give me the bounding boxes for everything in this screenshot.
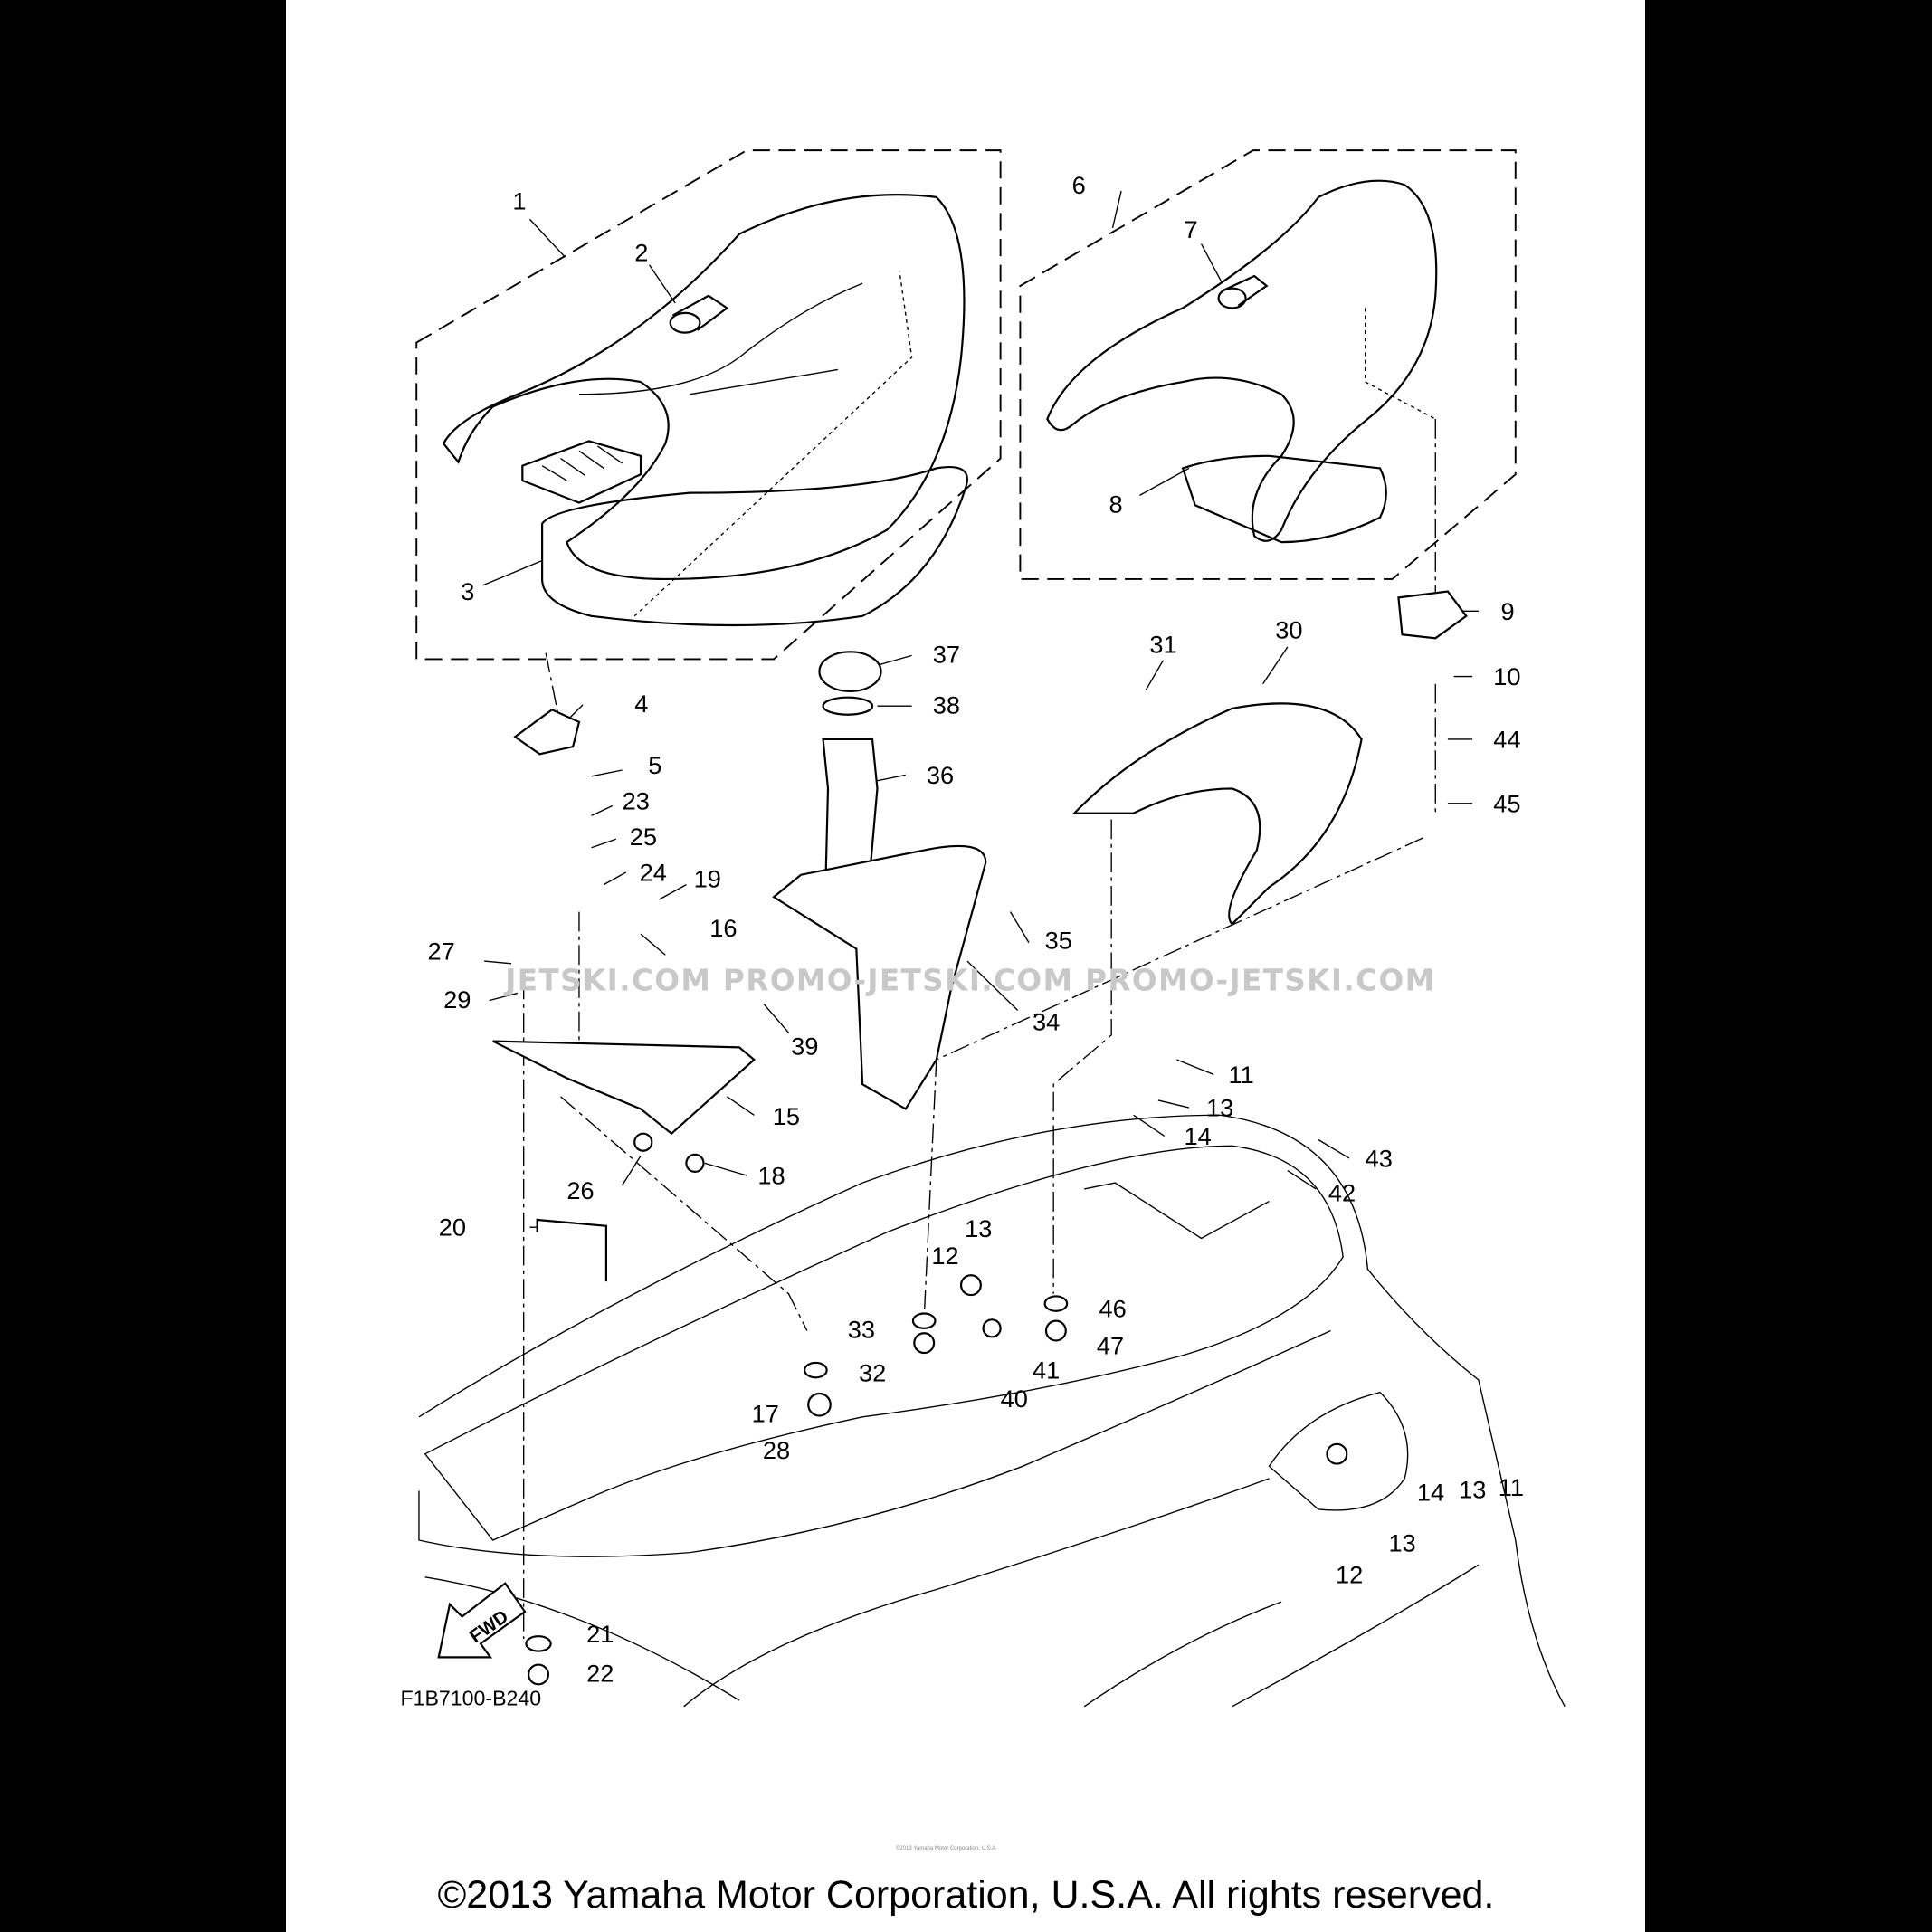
callout-label: 3 bbox=[461, 577, 474, 605]
callout-label: 5 bbox=[648, 751, 661, 779]
callout-label: 11 bbox=[1229, 1061, 1254, 1089]
seat-step-pad bbox=[521, 440, 642, 504]
callout-label: 10 bbox=[1493, 662, 1520, 690]
forward-arrow: FWD bbox=[437, 1582, 527, 1659]
callout-label: 46 bbox=[1099, 1295, 1127, 1323]
callout-label: 45 bbox=[1493, 789, 1520, 817]
callout-label: 33 bbox=[848, 1316, 875, 1344]
callout-label: 13 bbox=[965, 1214, 992, 1242]
callout-label: 15 bbox=[773, 1102, 800, 1130]
callout-label: 42 bbox=[1328, 1179, 1356, 1207]
tiny-copyright: ©2013 Yamaha Motor Corporation, U.S.A. bbox=[896, 1846, 997, 1851]
o-ring-38 bbox=[822, 696, 874, 716]
callout-label: 18 bbox=[757, 1162, 785, 1190]
callout-label: 13 bbox=[1206, 1094, 1233, 1122]
callout-label: 21 bbox=[586, 1620, 614, 1648]
copyright-notice: ©2013 Yamaha Motor Corporation, U.S.A. A… bbox=[437, 1873, 1495, 1917]
callout-label: 26 bbox=[566, 1176, 594, 1204]
callout-label: 24 bbox=[640, 859, 667, 887]
callout-label: 13 bbox=[1459, 1476, 1486, 1504]
callout-label: 8 bbox=[1109, 490, 1122, 518]
callout-label: 36 bbox=[927, 761, 954, 789]
callout-label: 28 bbox=[763, 1436, 790, 1464]
hook-9 bbox=[1397, 590, 1468, 640]
parts bbox=[492, 590, 1468, 1686]
callout-label: 39 bbox=[791, 1033, 818, 1061]
diagram-code: F1B7100-B240 bbox=[401, 1686, 542, 1709]
callout-label: 25 bbox=[630, 823, 657, 851]
callout-label: 19 bbox=[694, 864, 721, 892]
callout-label: 34 bbox=[1033, 1007, 1060, 1035]
callout-label: 22 bbox=[586, 1660, 614, 1688]
callout-label: 31 bbox=[1149, 631, 1176, 659]
callout-label: 23 bbox=[623, 787, 650, 815]
seat-assembly-1-boundary bbox=[415, 149, 1002, 661]
callout-label: 32 bbox=[859, 1358, 886, 1386]
callout-label: 29 bbox=[443, 985, 471, 1014]
callout-label: 43 bbox=[1366, 1144, 1393, 1172]
callout-label: 40 bbox=[1001, 1385, 1028, 1413]
front-seat bbox=[442, 194, 968, 627]
callout-label: 6 bbox=[1072, 171, 1086, 199]
hook-4 bbox=[513, 709, 581, 756]
rear-seat bbox=[1046, 179, 1438, 544]
callout-label: 17 bbox=[752, 1399, 779, 1427]
callout-label: 44 bbox=[1493, 725, 1520, 753]
callout-label: 27 bbox=[427, 937, 454, 966]
callout-label: 14 bbox=[1417, 1478, 1444, 1506]
callout-label: 47 bbox=[1097, 1331, 1124, 1359]
callout-label: 2 bbox=[634, 239, 648, 267]
storage-box-34 bbox=[772, 844, 987, 1110]
callout-label: 7 bbox=[1185, 215, 1198, 243]
callout-label: 11 bbox=[1499, 1473, 1524, 1501]
watermark: JETSKI.COM PROMO-JETSKI.COM PROMO-JETSKI… bbox=[503, 964, 1435, 998]
callout-label: 14 bbox=[1185, 1122, 1212, 1150]
callout-label: 16 bbox=[709, 914, 737, 942]
callout-label: 4 bbox=[634, 690, 648, 718]
callout-label: 30 bbox=[1275, 615, 1302, 643]
grab-handle-30 bbox=[1071, 702, 1363, 926]
callout-label: 12 bbox=[931, 1242, 958, 1270]
callout-label: 9 bbox=[1500, 597, 1514, 625]
bracket-15 bbox=[492, 1040, 756, 1136]
cap-37 bbox=[818, 651, 882, 692]
handle-20 bbox=[536, 1218, 607, 1282]
callout-label: 1 bbox=[512, 186, 526, 214]
callout-label: 35 bbox=[1045, 926, 1072, 954]
callout-label: 37 bbox=[933, 641, 960, 669]
hull-deck bbox=[418, 1114, 1566, 1708]
seat-assembly-6-boundary bbox=[1019, 149, 1517, 580]
callout-label: 38 bbox=[933, 690, 960, 719]
callout-label: 20 bbox=[439, 1213, 466, 1242]
callout-label: 13 bbox=[1389, 1528, 1416, 1556]
callout-label: 12 bbox=[1336, 1561, 1363, 1589]
callout-label: 41 bbox=[1033, 1356, 1060, 1385]
